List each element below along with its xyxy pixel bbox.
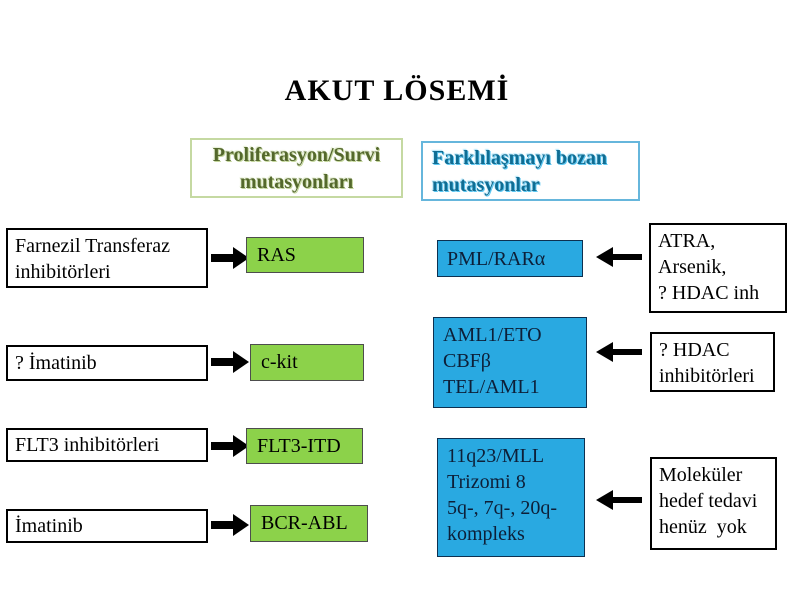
header-line: Farklılaşmayı bozan — [432, 147, 608, 169]
slide-title: AKUT LÖSEMİ — [284, 74, 510, 107]
therapy-label: ? HDAC — [659, 339, 730, 361]
mutation-label: AML1/ETO — [443, 324, 542, 346]
therapy-box-imatinib: İmatinib — [6, 509, 208, 543]
header-line: Proliferasyon/Survi — [212, 144, 381, 166]
mutation-label: BCR-ABL — [261, 512, 348, 534]
mutation-label: CBFβ — [443, 350, 491, 372]
arrow-right-icon — [211, 245, 249, 271]
mutation-label: TEL/AML1 — [443, 376, 540, 398]
mutation-label: kompleks — [447, 523, 525, 545]
mutation-box-11q23-mll-complex: 11q23/MLL Trizomi 8 5q-, 7q-, 20q- kompl… — [437, 438, 585, 557]
arrow-left-icon — [596, 339, 642, 365]
therapy-label: Moleküler — [659, 464, 743, 486]
therapy-label: İmatinib — [15, 515, 83, 537]
mutation-box-aml1-eto-cbfb-tel-aml1: AML1/ETO CBFβ TEL/AML1 — [433, 317, 587, 408]
therapy-box-atra-arsenic-hdac: ATRA, Arsenik, ? HDAC inh — [649, 223, 787, 313]
therapy-box-imatinib-question: ? İmatinib — [6, 345, 208, 381]
therapy-label: hedef tedavi — [659, 490, 758, 512]
therapy-label: ? İmatinib — [15, 352, 97, 374]
arrow-right-icon — [211, 433, 249, 459]
mutation-label: c-kit — [261, 351, 298, 373]
mutation-box-flt3-itd: FLT3-ITD — [246, 428, 363, 464]
therapy-box-no-molecular-targeted-therapy: Moleküler hedef tedavi henüz yok — [650, 457, 777, 550]
arrow-right-icon — [211, 349, 249, 375]
mutation-label: Trizomi 8 — [447, 471, 526, 493]
therapy-label: inhibitörleri — [659, 365, 755, 387]
mutation-label: FLT3-ITD — [257, 434, 341, 457]
header-differentiation-mutations: Farklılaşmayı bozan mutasyonlar — [421, 141, 640, 201]
therapy-label: ATRA, — [658, 230, 716, 252]
header-line: mutasyonlar — [432, 174, 540, 196]
mutation-label: 11q23/MLL — [447, 445, 545, 467]
mutation-box-pml-rara: PML/RARα — [437, 240, 583, 277]
arrow-right-icon — [211, 512, 249, 538]
therapy-box-flt3-inhibitors: FLT3 inhibitörleri — [6, 428, 208, 462]
mutation-label: PML/RARα — [447, 247, 546, 270]
arrow-left-icon — [596, 487, 642, 513]
mutation-box-ras: RAS — [246, 237, 364, 273]
therapy-label: Farnezil Transferaz — [15, 235, 170, 257]
therapy-box-farnesyl-transferase-inhibitors: Farnezil Transferaz inhibitörleri — [6, 228, 208, 288]
arrow-left-icon — [596, 244, 642, 270]
header-proliferation-mutations: Proliferasyon/Survi mutasyonları — [190, 138, 403, 198]
mutation-label: RAS — [257, 243, 296, 266]
therapy-label: FLT3 inhibitörleri — [15, 434, 160, 456]
mutation-box-bcr-abl: BCR-ABL — [250, 505, 368, 542]
therapy-label: ? HDAC inh — [658, 282, 760, 304]
therapy-label: Arsenik, — [658, 256, 727, 278]
therapy-label: henüz yok — [659, 516, 747, 538]
header-line: mutasyonları — [239, 171, 354, 193]
mutation-label: 5q-, 7q-, 20q- — [447, 497, 557, 519]
therapy-box-hdac-inhibitors: ? HDAC inhibitörleri — [650, 332, 775, 392]
mutation-box-c-kit: c-kit — [250, 344, 364, 381]
therapy-label: inhibitörleri — [15, 261, 111, 283]
